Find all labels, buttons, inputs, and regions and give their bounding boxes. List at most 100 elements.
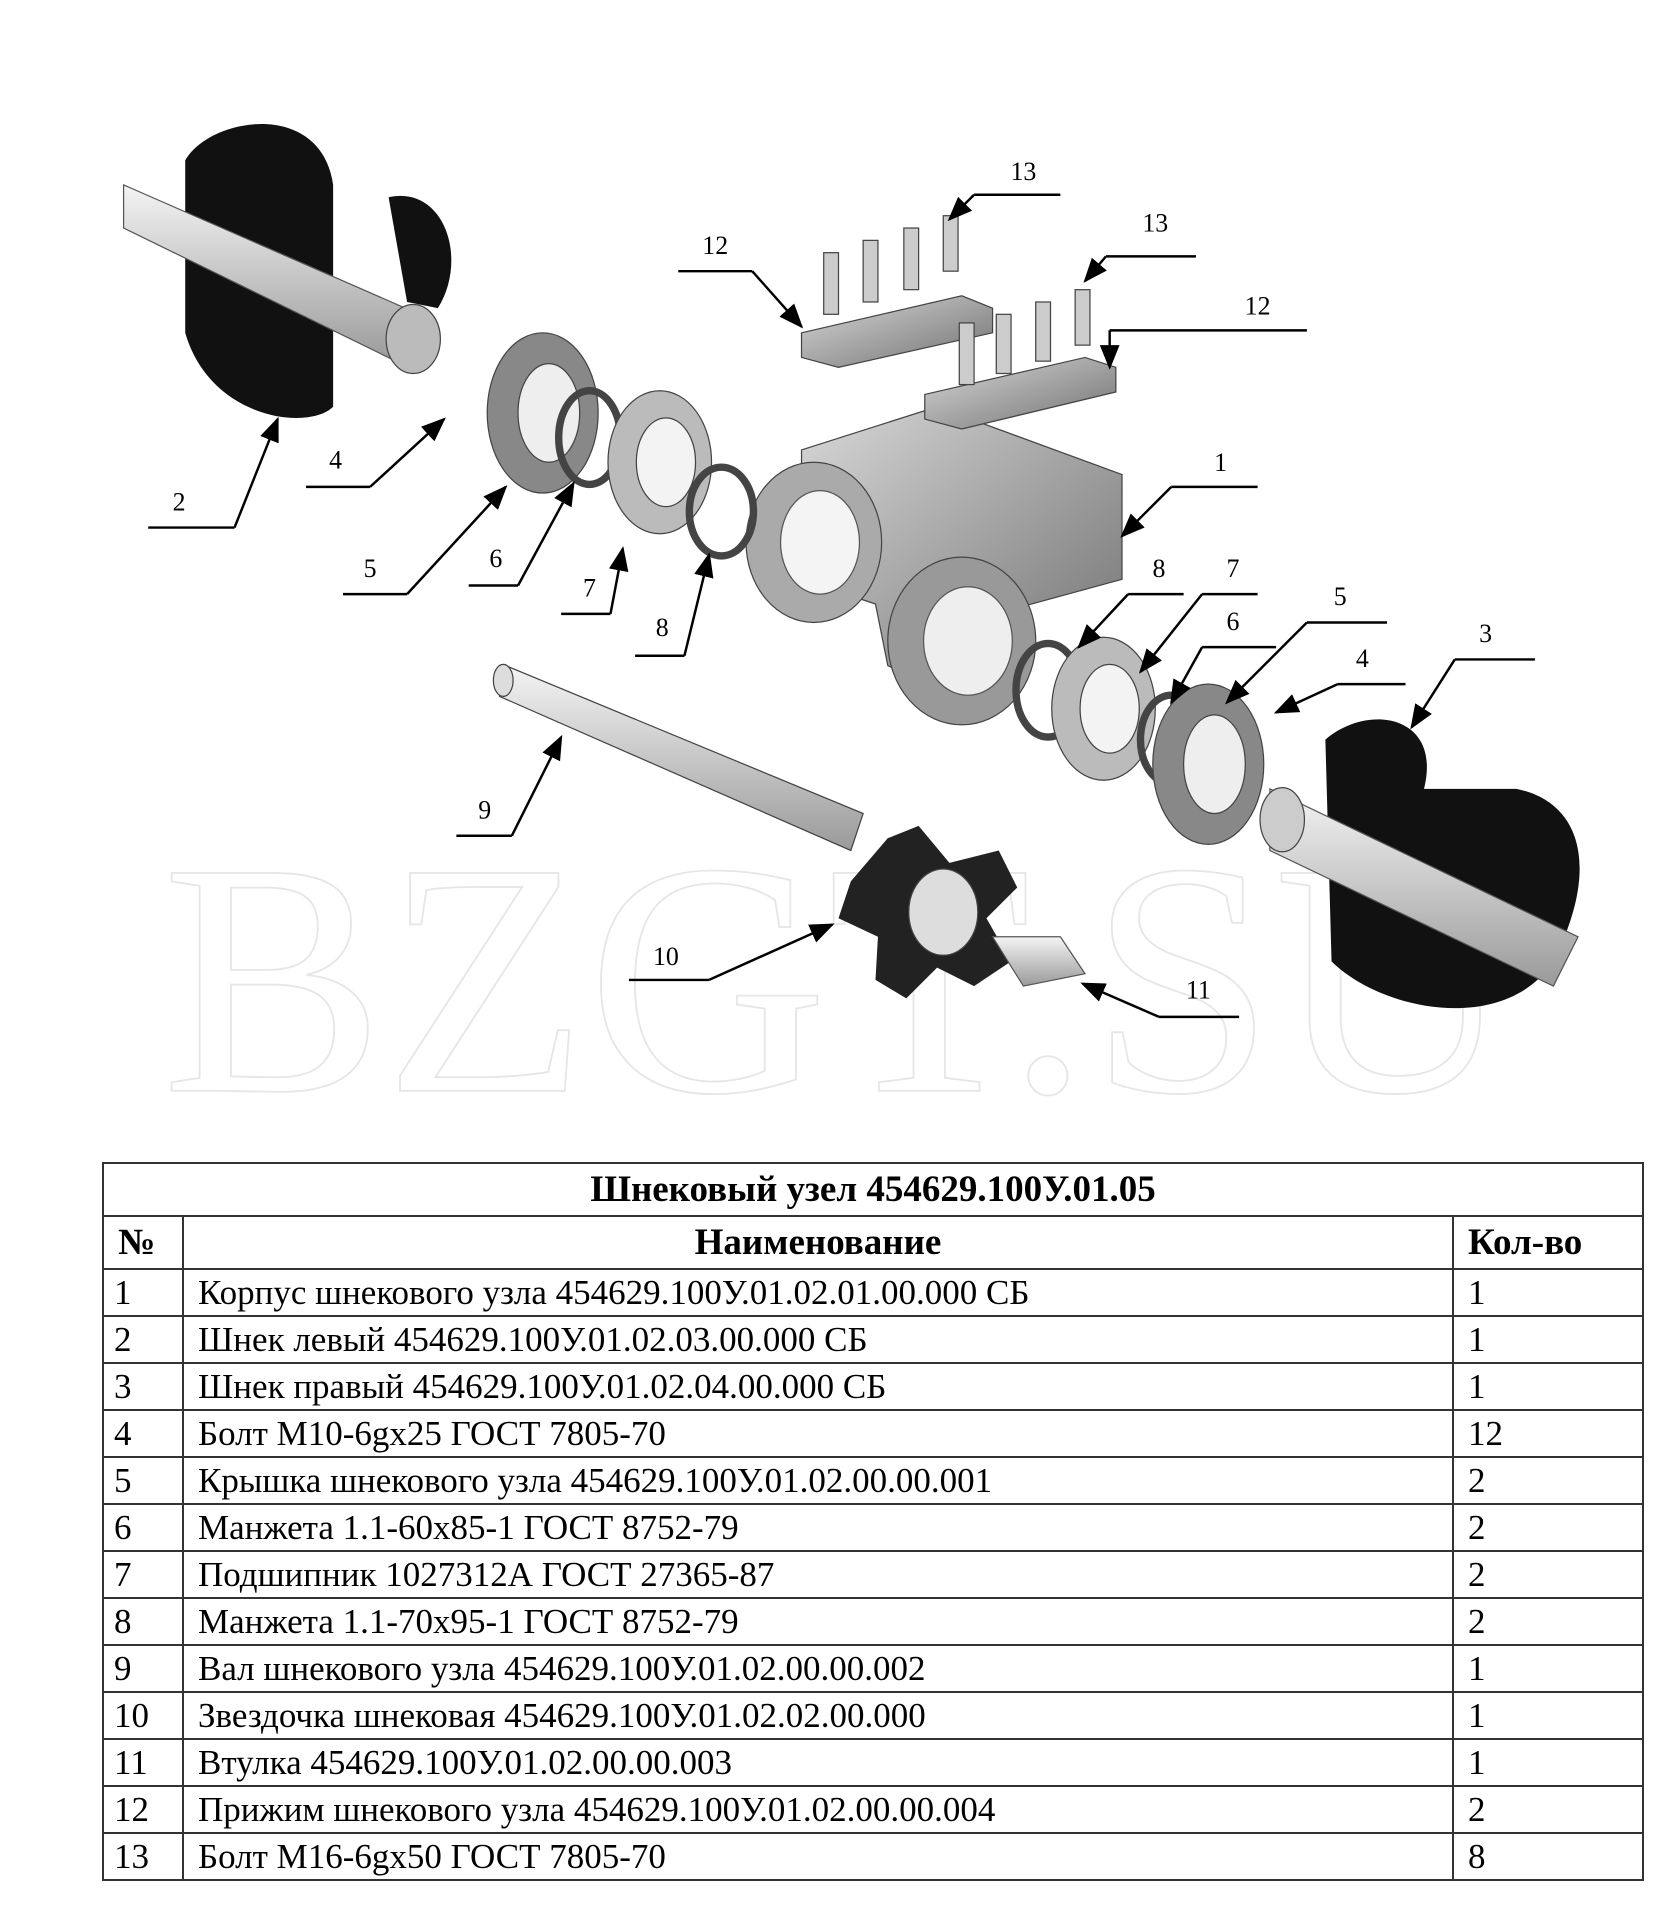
leader-arrow [608,546,629,615]
callout-12: 12 [1099,291,1307,370]
leader-arrow [1077,593,1130,649]
row-quantity: 1 [1451,1644,1645,1693]
callout-label: 7 [583,574,596,603]
callout-label: 12 [1245,291,1271,320]
leader-arrow [1083,255,1107,283]
header-num: № [102,1215,184,1270]
leader-arrow [683,552,714,657]
callout-label: 5 [1334,582,1347,611]
callout-11: 11 [1080,975,1240,1019]
row-name: Шнек правый 454629.100У.01.02.04.00.000 … [182,1362,1454,1411]
leader-arrow [751,270,804,329]
row-quantity: 1 [1451,1315,1645,1364]
leader-arrow [708,923,835,982]
callout-label: 8 [656,613,669,642]
callout-6: 6 [468,481,575,587]
row-number: 12 [102,1785,184,1834]
row-name: Болт М10-6gx25 ГОСТ 7805-70 [182,1409,1454,1458]
row-quantity: 1 [1451,1268,1645,1317]
row-number: 4 [102,1409,184,1458]
callout-label: 5 [364,554,377,583]
row-quantity: 2 [1451,1456,1645,1505]
callout-7: 7 [1138,554,1258,674]
callout-label: 6 [489,544,502,573]
callout-label: 12 [702,231,728,260]
callout-8: 8 [635,552,714,657]
row-name: Вал шнекового узла 454629.100У.01.02.00.… [182,1644,1454,1693]
leader-arrow [1080,982,1160,1019]
row-quantity: 1 [1451,1362,1645,1411]
row-number: 13 [102,1832,184,1881]
callout-9: 9 [456,734,563,837]
row-number: 2 [102,1315,184,1364]
leader-arrow [510,734,563,837]
callout-label: 4 [1356,644,1369,673]
clamp-plates [800,215,1117,430]
leader-arrow [516,481,575,587]
callout-label: 1 [1214,448,1227,477]
row-quantity: 2 [1451,1597,1645,1646]
callout-label: 11 [1186,975,1211,1004]
callout-8: 8 [1077,554,1184,649]
row-number: 11 [102,1738,184,1787]
callout-label: 13 [1010,157,1036,186]
callout-label: 6 [1226,607,1239,636]
callout-6: 6 [1170,607,1277,705]
leader-arrow [1410,658,1456,730]
callout-1: 1 [1120,448,1258,538]
shaft [492,663,864,852]
row-number: 9 [102,1644,184,1693]
callout-3: 3 [1410,619,1535,730]
callout-label: 13 [1142,209,1168,238]
leader-arrow [1120,486,1173,538]
row-quantity: 12 [1451,1409,1645,1458]
row-number: 10 [102,1691,184,1740]
callout-7: 7 [561,546,629,616]
row-number: 1 [102,1268,184,1317]
leader-arrow [233,416,279,529]
leader-arrow [369,417,446,488]
row-name: Прижим шнекового узла 454629.100У.01.02.… [182,1785,1454,1834]
callout-5: 5 [1225,582,1388,705]
row-name: Крышка шнекового узла 454629.100У.01.02.… [182,1456,1454,1505]
row-quantity: 2 [1451,1503,1645,1552]
row-number: 6 [102,1503,184,1552]
leader-arrow [1170,646,1204,705]
leader-arrow [1273,682,1339,714]
row-number: 7 [102,1550,184,1599]
bushing [991,936,1087,987]
row-quantity: 2 [1451,1785,1645,1834]
right-auger [1259,719,1580,1009]
row-quantity: 1 [1451,1738,1645,1787]
left-auger [122,124,452,418]
callout-label: 9 [478,795,491,824]
leader-arrow [406,485,508,595]
callout-10: 10 [628,923,835,982]
header-name: Наименование [182,1215,1454,1270]
row-name: Втулка 454629.100У.01.02.00.00.003 [182,1738,1454,1787]
row-number: 3 [102,1362,184,1411]
callout-label: 2 [173,487,186,516]
housing [745,406,1123,726]
row-name: Болт М16-6gx50 ГОСТ 7805-70 [182,1832,1454,1881]
row-quantity: 1 [1451,1691,1645,1740]
header-qty: Кол-во [1451,1215,1645,1270]
row-name: Манжета 1.1-60x85-1 ГОСТ 8752-79 [182,1503,1454,1552]
callout-label: 10 [653,942,679,971]
sprocket [838,825,1018,999]
row-quantity: 2 [1451,1550,1645,1599]
parts-table: Шнековый узел 454629.100У.01.05 № Наимен… [101,1162,1645,1881]
